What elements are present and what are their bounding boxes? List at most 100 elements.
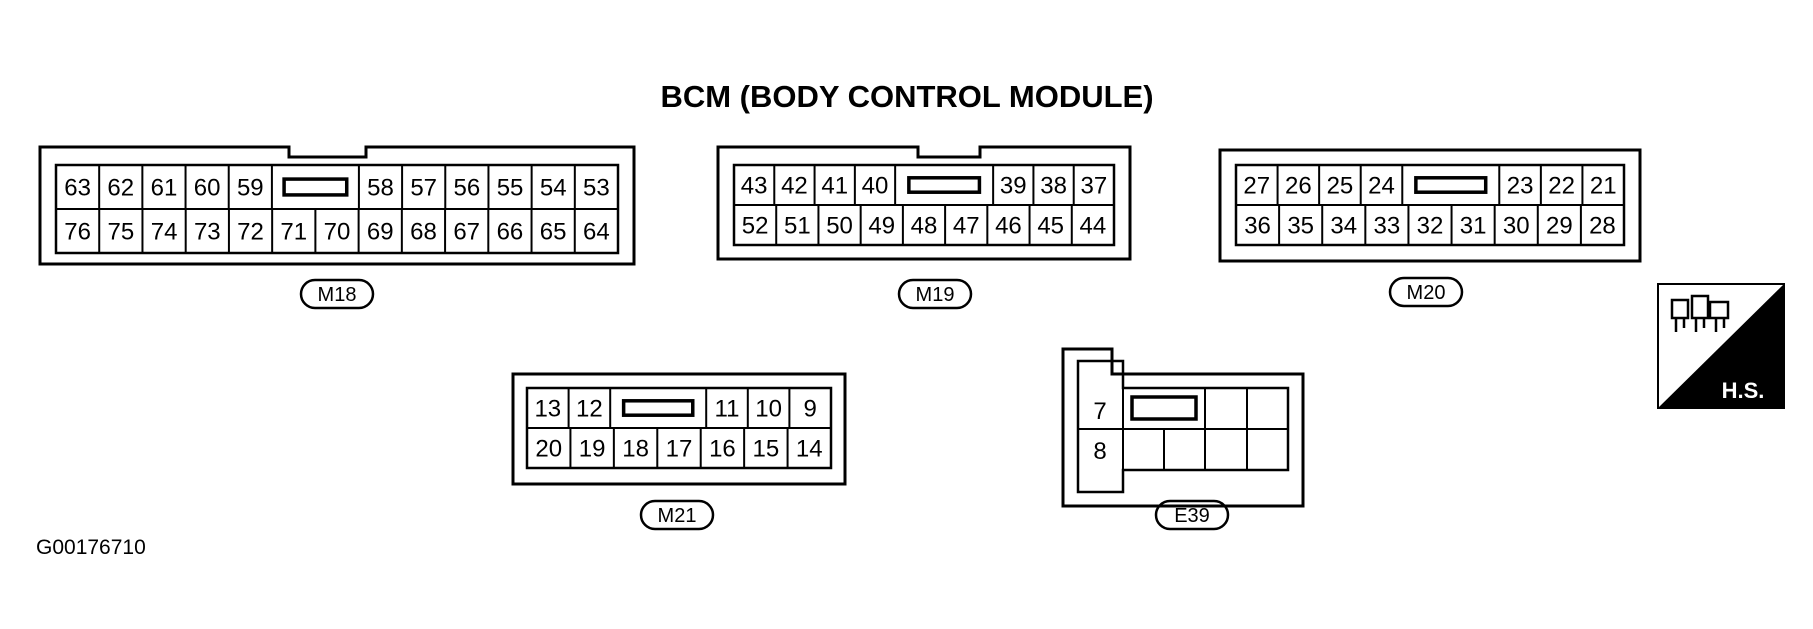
pin-number: 56 bbox=[454, 175, 481, 202]
connector-m20: 27 26 25 24 23 22 21 36 35 34 33 32 31 30 29 28 bbox=[1218, 148, 1642, 263]
connector-housing bbox=[1218, 148, 1642, 263]
pin-number: 69 bbox=[367, 219, 394, 246]
locking-tab bbox=[282, 177, 349, 197]
pin-number: 25 bbox=[1327, 173, 1354, 200]
pin-number: 7 bbox=[1093, 398, 1106, 425]
pin-number: 74 bbox=[151, 219, 178, 246]
pin-number: 67 bbox=[453, 219, 480, 246]
figure-code: G00176710 bbox=[36, 536, 146, 559]
pin-number: 24 bbox=[1368, 173, 1395, 200]
pin-number: 59 bbox=[237, 175, 264, 202]
svg-text:M20: M20 bbox=[1407, 282, 1446, 304]
pin-number: 20 bbox=[535, 436, 562, 463]
pin-number: 33 bbox=[1374, 213, 1401, 240]
locking-tab bbox=[1414, 176, 1488, 194]
pin-number: 42 bbox=[781, 173, 808, 200]
pin-number: 12 bbox=[576, 396, 603, 423]
pin-number: 58 bbox=[367, 175, 394, 202]
connector-label-m18: M18 bbox=[299, 278, 375, 310]
pin-number: 40 bbox=[862, 173, 889, 200]
pin-number: 61 bbox=[151, 175, 178, 202]
pin-number: 29 bbox=[1546, 213, 1573, 240]
pin-number: 30 bbox=[1503, 213, 1530, 240]
diagram-title: BCM (BODY CONTROL MODULE) bbox=[660, 79, 1153, 114]
connector-housing bbox=[716, 145, 1132, 261]
pin-number: 39 bbox=[1000, 173, 1027, 200]
connector-housing bbox=[38, 145, 636, 266]
harness-symbol-label: H.S. bbox=[1722, 378, 1765, 403]
pin-number: 32 bbox=[1417, 213, 1444, 240]
pin-number: 65 bbox=[540, 219, 567, 246]
connector-e39: 78 bbox=[1061, 347, 1305, 508]
connector-housing bbox=[1061, 347, 1305, 508]
connector-harness-icon bbox=[1670, 294, 1730, 332]
connector-label-m20: M20 bbox=[1388, 276, 1464, 308]
pin-number: 72 bbox=[237, 219, 264, 246]
pin-number: 19 bbox=[579, 436, 606, 463]
pin-number: 51 bbox=[784, 213, 811, 240]
pin-number: 68 bbox=[410, 219, 437, 246]
pin-number: 34 bbox=[1330, 213, 1357, 240]
pin-number: 52 bbox=[742, 213, 769, 240]
svg-text:E39: E39 bbox=[1174, 505, 1210, 527]
pin-number: 55 bbox=[497, 175, 524, 202]
pin-number: 60 bbox=[194, 175, 221, 202]
pin-number: 43 bbox=[741, 173, 768, 200]
pin-number: 9 bbox=[804, 396, 817, 423]
pin-number: 66 bbox=[497, 219, 524, 246]
connector-label-m19: M19 bbox=[897, 278, 973, 310]
pin-number: 73 bbox=[194, 219, 221, 246]
svg-text:M18: M18 bbox=[318, 284, 357, 306]
pin-number: 8 bbox=[1093, 438, 1106, 465]
locking-tab bbox=[621, 399, 695, 417]
pin-number: 46 bbox=[995, 213, 1022, 240]
pin-number: 11 bbox=[715, 396, 740, 423]
pin-number: 10 bbox=[755, 396, 782, 423]
pin-number: 15 bbox=[753, 436, 780, 463]
pin-number: 35 bbox=[1287, 213, 1314, 240]
pin-number: 70 bbox=[324, 219, 351, 246]
pin-number: 17 bbox=[666, 436, 693, 463]
pin-number: 16 bbox=[709, 436, 736, 463]
pin-number: 47 bbox=[953, 213, 980, 240]
pin-number: 48 bbox=[911, 213, 938, 240]
svg-text:M19: M19 bbox=[916, 284, 955, 306]
pin-number: 13 bbox=[534, 396, 561, 423]
pin-number: 62 bbox=[107, 175, 134, 202]
pin-number: 49 bbox=[868, 213, 895, 240]
pin-number: 26 bbox=[1285, 173, 1312, 200]
pin-number: 38 bbox=[1040, 173, 1067, 200]
connector-m21: 13 12 11 10 9 20 19 18 17 16 15 14 bbox=[511, 372, 847, 486]
pin-number: 44 bbox=[1080, 213, 1107, 240]
pin-number: 28 bbox=[1589, 213, 1616, 240]
connector-m18: 63 62 61 60 59 58 57 56 55 54 53 76 75 74 73 72 71 70 69 68… bbox=[38, 145, 636, 266]
svg-text:M21: M21 bbox=[658, 505, 697, 527]
pin-number: 22 bbox=[1548, 173, 1575, 200]
pin-number: 76 bbox=[64, 219, 91, 246]
pin-number: 14 bbox=[796, 436, 823, 463]
pin-number: 75 bbox=[107, 219, 134, 246]
locking-tab bbox=[1130, 395, 1198, 421]
connector-label-e39: E39 bbox=[1154, 499, 1230, 531]
harness-symbol: H.S. bbox=[1657, 283, 1785, 409]
pin-number: 23 bbox=[1507, 173, 1534, 200]
pin-number: 37 bbox=[1081, 173, 1108, 200]
pin-number: 50 bbox=[826, 213, 853, 240]
pin-number: 54 bbox=[540, 175, 567, 202]
pin-number: 27 bbox=[1243, 173, 1270, 200]
pin-number: 57 bbox=[410, 175, 437, 202]
pin-number: 45 bbox=[1037, 213, 1064, 240]
pin-number: 63 bbox=[64, 175, 91, 202]
connector-cavity bbox=[1076, 359, 1290, 494]
pin-number: 53 bbox=[583, 175, 610, 202]
pin-number: 21 bbox=[1590, 173, 1617, 200]
pin-number: 31 bbox=[1460, 213, 1487, 240]
connector-housing bbox=[511, 372, 847, 486]
pin-number: 18 bbox=[622, 436, 649, 463]
locking-tab bbox=[907, 176, 982, 194]
pin-number: 36 bbox=[1244, 213, 1271, 240]
pin-number: 71 bbox=[280, 219, 307, 246]
pin-number: 64 bbox=[583, 219, 610, 246]
